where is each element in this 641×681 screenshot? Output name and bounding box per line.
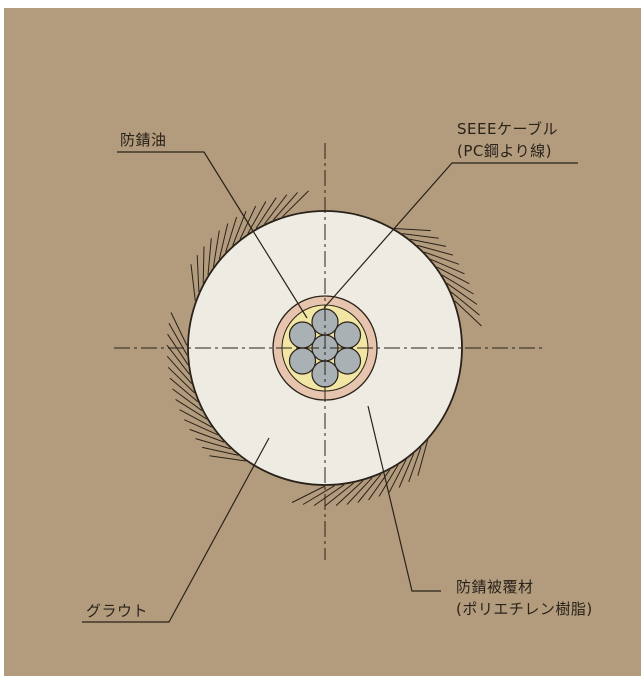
coating-label-line2: (ポリエチレン樹脂): [456, 600, 593, 618]
leader-grout: [82, 437, 270, 623]
steel-wire-3: [333, 321, 362, 349]
coating-label-line1: 防錆被覆材: [456, 578, 534, 596]
grout-label: グラウト: [86, 602, 149, 620]
steel-wire-6: [288, 347, 317, 375]
steel-wire-7: [288, 321, 317, 349]
cable-label-line1: SEEEケーブル: [457, 120, 559, 138]
leader-rust-oil: [117, 151, 308, 319]
cable-cross-section-diagram: [4, 8, 641, 676]
hatch-strokes: [166, 190, 482, 507]
cable-label-line2: (PC鋼より線): [457, 142, 552, 160]
leader-coating: [367, 405, 441, 592]
diagram-panel: 防錆油 SEEEケーブル (PC鋼より線) 防錆被覆材 (ポリエチレン樹脂) グ…: [4, 8, 641, 676]
cross-section-shapes: [114, 143, 542, 560]
steel-wire-4: [333, 347, 362, 375]
leader-cable: [323, 162, 578, 309]
rust-oil-label: 防錆油: [120, 131, 167, 149]
ground-hatching: [166, 190, 482, 507]
leader-lines: [82, 151, 578, 623]
